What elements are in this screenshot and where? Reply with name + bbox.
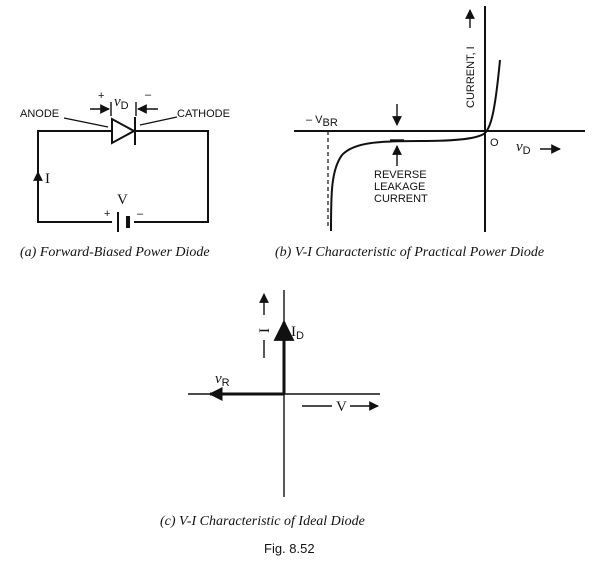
cathode-leader: [139, 116, 178, 126]
b-leak-label-2: LEAKAGE: [374, 181, 425, 193]
caption-a: (a) Forward-Biased Power Diode: [20, 245, 210, 260]
b-characteristic-curve: [330, 59, 501, 232]
figure-number: Fig. 8.52: [264, 541, 315, 556]
b-vd-label: vD: [516, 139, 531, 157]
c-id-label: ID: [291, 324, 304, 342]
b-current-axis-label: CURRENT, I: [465, 46, 477, 108]
caption-b: (b) V-I Characteristic of Practical Powe…: [275, 245, 544, 260]
anode-leader: [63, 117, 109, 128]
c-v-label: V: [336, 399, 347, 415]
b-leak-label-1: REVERSE: [374, 169, 427, 181]
circuit-wire: [37, 130, 209, 223]
cathode-label: CATHODE: [177, 108, 230, 120]
anode-label: ANODE: [20, 108, 59, 120]
c-vr-label: vR: [215, 371, 230, 389]
diode-symbol: [111, 117, 137, 145]
vd-label: vD: [114, 94, 129, 112]
b-leak-label-3: CURRENT: [374, 193, 428, 205]
vd-plus-sign: +: [98, 90, 104, 102]
b-origin-label: O: [490, 137, 499, 149]
panel-a-forward-biased-circuit: ANODE CATHODE + – vD I + – V (a) Forward…: [20, 89, 230, 260]
c-i-label: I: [257, 328, 273, 333]
panel-b-practical-vi-characteristic: – VBR REVERSE LEAKAGE CURRENT O CURRENT,…: [275, 6, 585, 260]
caption-c: (c) V-I Characteristic of Ideal Diode: [160, 514, 365, 529]
battery-label: V: [117, 192, 128, 208]
current-label: I: [45, 171, 50, 187]
vd-minus-sign: –: [145, 89, 152, 101]
battery-plus: +: [104, 208, 110, 220]
panel-c-ideal-vi-characteristic: I ID vR V (c) V-I Characteristic of Idea…: [160, 290, 380, 529]
battery-minus: –: [137, 208, 144, 220]
b-vbr-label: – VBR: [306, 114, 338, 129]
